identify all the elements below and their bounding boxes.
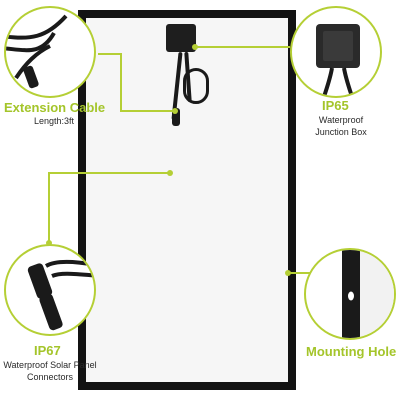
- ip67-subtitle-line1: Waterproof Solar Panel: [3, 360, 97, 370]
- panel-connector: [172, 108, 180, 126]
- leader-extension-h: [98, 53, 120, 55]
- leader-ip65-dot: [192, 44, 198, 50]
- extension-cable-subtitle: Length:3ft: [34, 116, 75, 126]
- extension-cable-detail: [4, 6, 96, 98]
- mounting-hole-title: Mounting Hole: [306, 344, 397, 359]
- extension-cable-icon: [6, 14, 68, 89]
- leader-ip67-dot: [167, 170, 173, 176]
- mounting-hole-detail: [304, 248, 396, 340]
- ip65-title: IP65: [322, 98, 349, 113]
- leader-extension-v: [120, 53, 122, 111]
- junction-box-icon: [316, 24, 360, 96]
- leader-ip65: [196, 46, 290, 48]
- leader-mounting: [288, 272, 310, 274]
- leader-extension-h2: [120, 110, 174, 112]
- panel-cable-loop: [183, 68, 209, 104]
- leader-ip67-v: [48, 172, 50, 244]
- ip65-subtitle-line1: Waterproof: [318, 115, 364, 125]
- ip67-title: IP67: [34, 343, 61, 358]
- leader-ip67-h: [48, 172, 170, 174]
- ip65-subtitle-line2: Junction Box: [315, 127, 367, 137]
- ip67-detail: [4, 244, 96, 336]
- extension-cable-title: Extension Cable: [4, 100, 106, 115]
- leader-extension-dot: [172, 108, 178, 114]
- ip65-detail: [290, 6, 382, 98]
- connector-icon: [27, 259, 94, 331]
- mounting-hole-icon: [342, 250, 394, 338]
- ip67-subtitle-line2: Connectors: [26, 372, 74, 382]
- leader-ip67-dot-bottom: [46, 240, 52, 246]
- junction-box: [166, 24, 196, 52]
- leader-mounting-dot: [285, 270, 291, 276]
